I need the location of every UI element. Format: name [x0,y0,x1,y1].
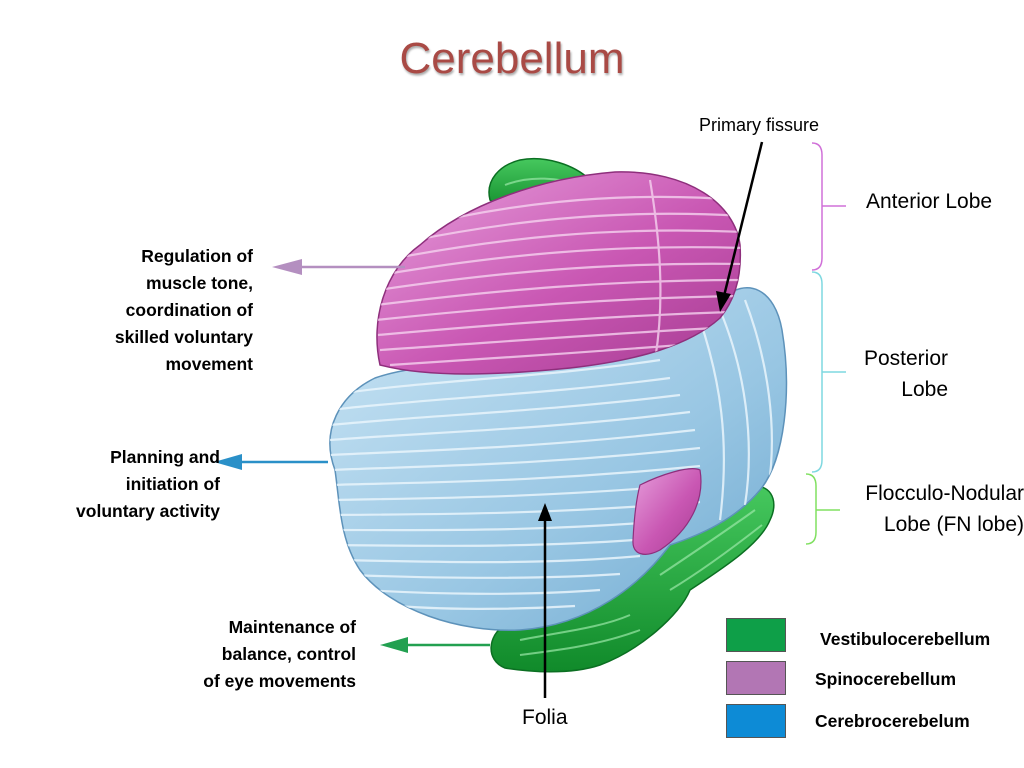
fn-lobe-bracket [805,473,840,545]
primary-fissure-pointer [716,141,764,312]
function-line: Regulation of [141,246,253,266]
legend-label-spinocerebellum: Spinocerebellum [815,669,957,689]
fn-lobe-line1: Flocculo-Nodular [865,482,1024,505]
vestibulocerebellum-function-text: Maintenance of balance, control of eye m… [150,614,356,695]
vestibulocerebellum-arrow [380,637,490,653]
spinocerebellum-arrow [272,259,405,275]
function-line: muscle tone, [146,273,253,293]
posterior-lobe-bracket [811,271,846,473]
cerebrocerebellum-function-text: Planning and initiation of voluntary act… [20,444,220,525]
function-line: initiation of [125,474,220,494]
legend-swatch-spinocerebellum [726,661,786,695]
legend-swatch-cerebrocerebellum [726,704,786,738]
cerebrocerebellum-arrow [214,454,328,470]
anterior-lobe-bracket [811,142,846,271]
fn-lobe-line2: Lobe (FN lobe) [883,513,1024,536]
anterior-lobe-label: Anterior Lobe [866,190,993,213]
folia-pointer [538,503,552,698]
function-line: of eye movements [203,671,356,691]
function-line: movement [165,354,253,374]
function-line: skilled voluntary [114,327,253,347]
spinocerebellum-function-text: Regulation of muscle tone, coordination … [60,243,253,378]
posterior-lobe-line1: Posterior [863,347,948,370]
fn-lobe-label: Flocculo-Nodular Lobe (FN lobe) [836,478,1024,540]
function-line: voluntary activity [76,501,220,521]
function-line: Maintenance of [228,617,356,637]
function-line: balance, control [221,644,356,664]
function-line: coordination of [125,300,253,320]
function-line: Planning and [110,447,220,467]
legend-label-cerebrocerebellum: Cerebrocerebelum [815,711,970,731]
primary-fissure-label: Primary fissure [699,115,820,135]
legend-label-vestibulocerebellum: Vestibulocerebellum [820,629,991,649]
folia-label: Folia [522,706,568,729]
posterior-lobe-label: Posterior Lobe [840,343,948,405]
spinocerebellum-region [376,171,742,555]
posterior-lobe-line2: Lobe [901,378,948,401]
page-title: Cerebellum [399,34,625,83]
legend-swatch-vestibulocerebellum [726,618,786,652]
